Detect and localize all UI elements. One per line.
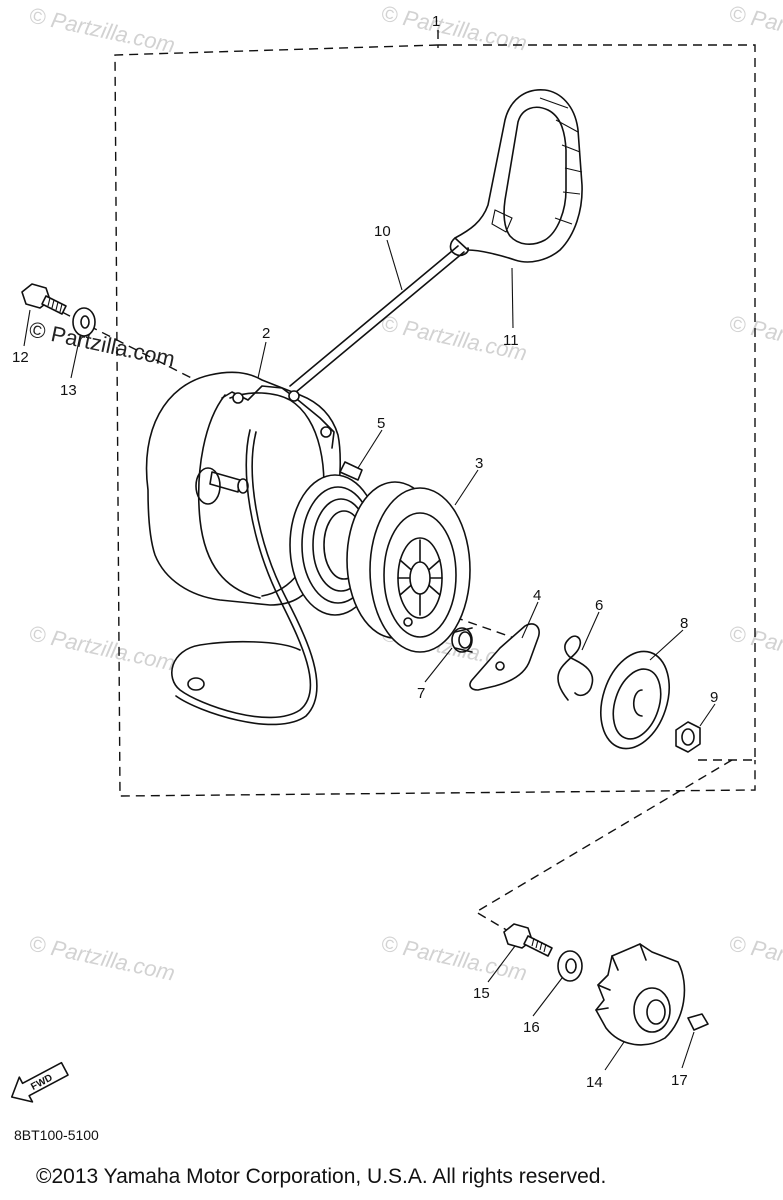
bolt-15 [503,923,553,957]
callout-8: 8 [680,615,688,632]
diagram-code: 8BT100-5100 [14,1127,99,1143]
callout-11: 11 [503,332,519,349]
bolt-12 [21,283,67,315]
callout-2: 2 [262,325,270,342]
callout-13: 13 [60,382,77,399]
drive-pawl [469,623,540,691]
callout-17: 17 [671,1072,688,1089]
starter-handle [449,89,583,263]
watermark: © Partzilla.com [27,930,177,985]
starter-rope [289,245,465,393]
friction-plate [600,650,670,750]
callout-10: 10 [374,223,391,240]
watermark: © Partzilla.com [379,0,529,55]
watermark: © Partzilla.com [27,2,177,57]
watermark-dark: © Partzilla.com [27,316,177,371]
fwd-label: FWD [29,1072,54,1092]
drive-pawl-spring [451,627,473,653]
nut [675,721,701,753]
callout-9: 9 [710,689,718,706]
watermark: © Partzilla.com [727,930,783,985]
washer-16 [557,950,583,982]
callout-3: 3 [475,455,483,472]
callout-14: 14 [586,1074,603,1091]
watermark: © Partzilla.com [27,620,177,675]
callout-6: 6 [595,597,603,614]
assembly-boundary [61,30,756,936]
callout-5: 5 [377,415,385,432]
fwd-arrow-icon: FWD [10,1061,69,1103]
sheave-drum [346,481,471,653]
copyright-notice: ©2013 Yamaha Motor Corporation, U.S.A. A… [36,1165,606,1188]
key [687,1013,709,1031]
callout-15: 15 [473,985,490,1002]
drive-pulley [595,943,686,1046]
callout-12: 12 [12,349,29,366]
return-spring [557,635,594,701]
callouts: 1 2 3 4 5 6 7 8 9 10 11 12 13 14 15 16 1… [12,13,718,1091]
callout-1: 1 [432,13,440,30]
callout-7: 7 [417,685,425,702]
washer-13 [72,307,96,337]
callout-16: 16 [523,1019,540,1036]
leader-lines [23,239,716,1071]
callout-4: 4 [533,587,541,604]
